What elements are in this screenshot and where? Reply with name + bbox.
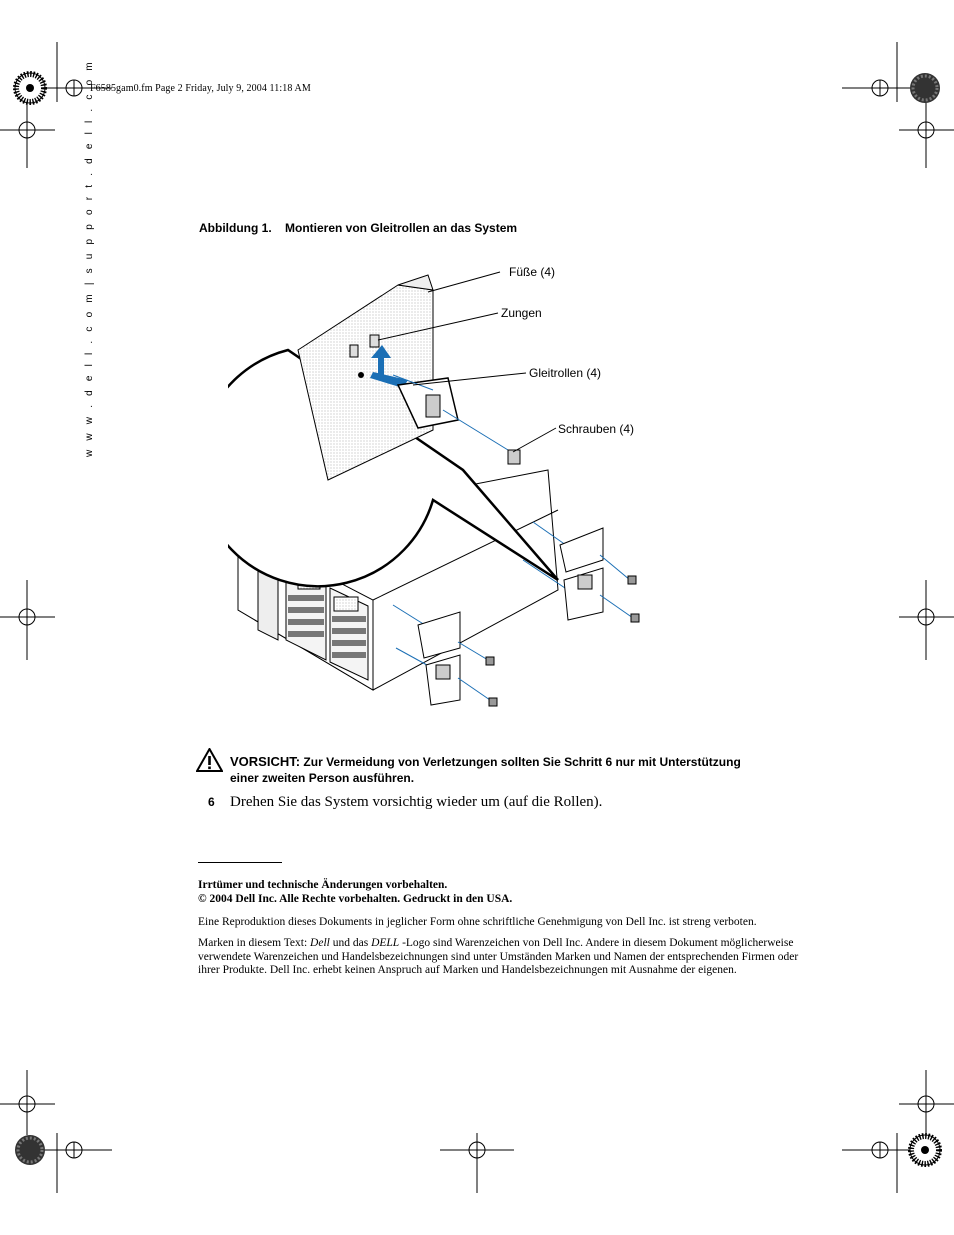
figure-label: Abbildung 1. [199, 221, 272, 235]
legal-line-1: Irrtümer und technische Änderungen vorbe… [198, 879, 448, 891]
step-text: Drehen Sie das System vorsichtig wieder … [230, 794, 603, 810]
figure-caption: Abbildung 1. Montieren von Gleitrollen an… [199, 221, 517, 235]
callout-casters: Gleitrollen (4) [529, 366, 602, 380]
footnote-rule [198, 862, 282, 863]
trademark-dell: Dell [310, 937, 330, 949]
warning-icon [196, 748, 223, 772]
trademark-dell-logo: DELL [371, 937, 400, 949]
feet-left [392, 604, 498, 707]
step-number: 6 [208, 795, 215, 809]
caution-keyword: VORSICHT: [230, 754, 301, 769]
trademarks-intro: Marken in diesem Text: [198, 937, 311, 949]
side-url: w w w . d e l l . c o m | s u p p o r t … [84, 59, 95, 457]
legal-reproduction: Eine Reproduktion dieses Dokuments in je… [198, 916, 757, 928]
trademarks-mid: und das [329, 937, 372, 949]
caster-installation-illustration [228, 271, 640, 707]
legal-line-2: © 2004 Dell Inc. Alle Rechte vorbehalten… [198, 892, 513, 905]
trademarks-rest: -Logo sind Warenzeichen von Dell Inc. An… [198, 937, 799, 976]
feet-right [522, 521, 640, 623]
callout-screws: Schrauben (4) [558, 422, 635, 436]
detail-zoom-circle [228, 274, 559, 588]
legal-disclaimer: Irrtümer und technische Änderungen vorbe… [198, 879, 808, 906]
caution-text: Zur Vermeidung von Verletzungen sollten … [230, 755, 741, 785]
callout-feet: Füße (4) [509, 265, 556, 279]
callout-tabs: Zungen [501, 306, 542, 320]
step-6: 6 Drehen Sie das System vorsichtig wieder… [208, 794, 602, 811]
legal-trademarks: Marken in diesem Text: Dell und das DELL… [198, 937, 808, 978]
figure-title: Montieren von Gleitrollen an das System [285, 221, 518, 235]
print-header: F6585gam0.fm Page 2 Friday, July 9, 2004… [90, 83, 311, 94]
